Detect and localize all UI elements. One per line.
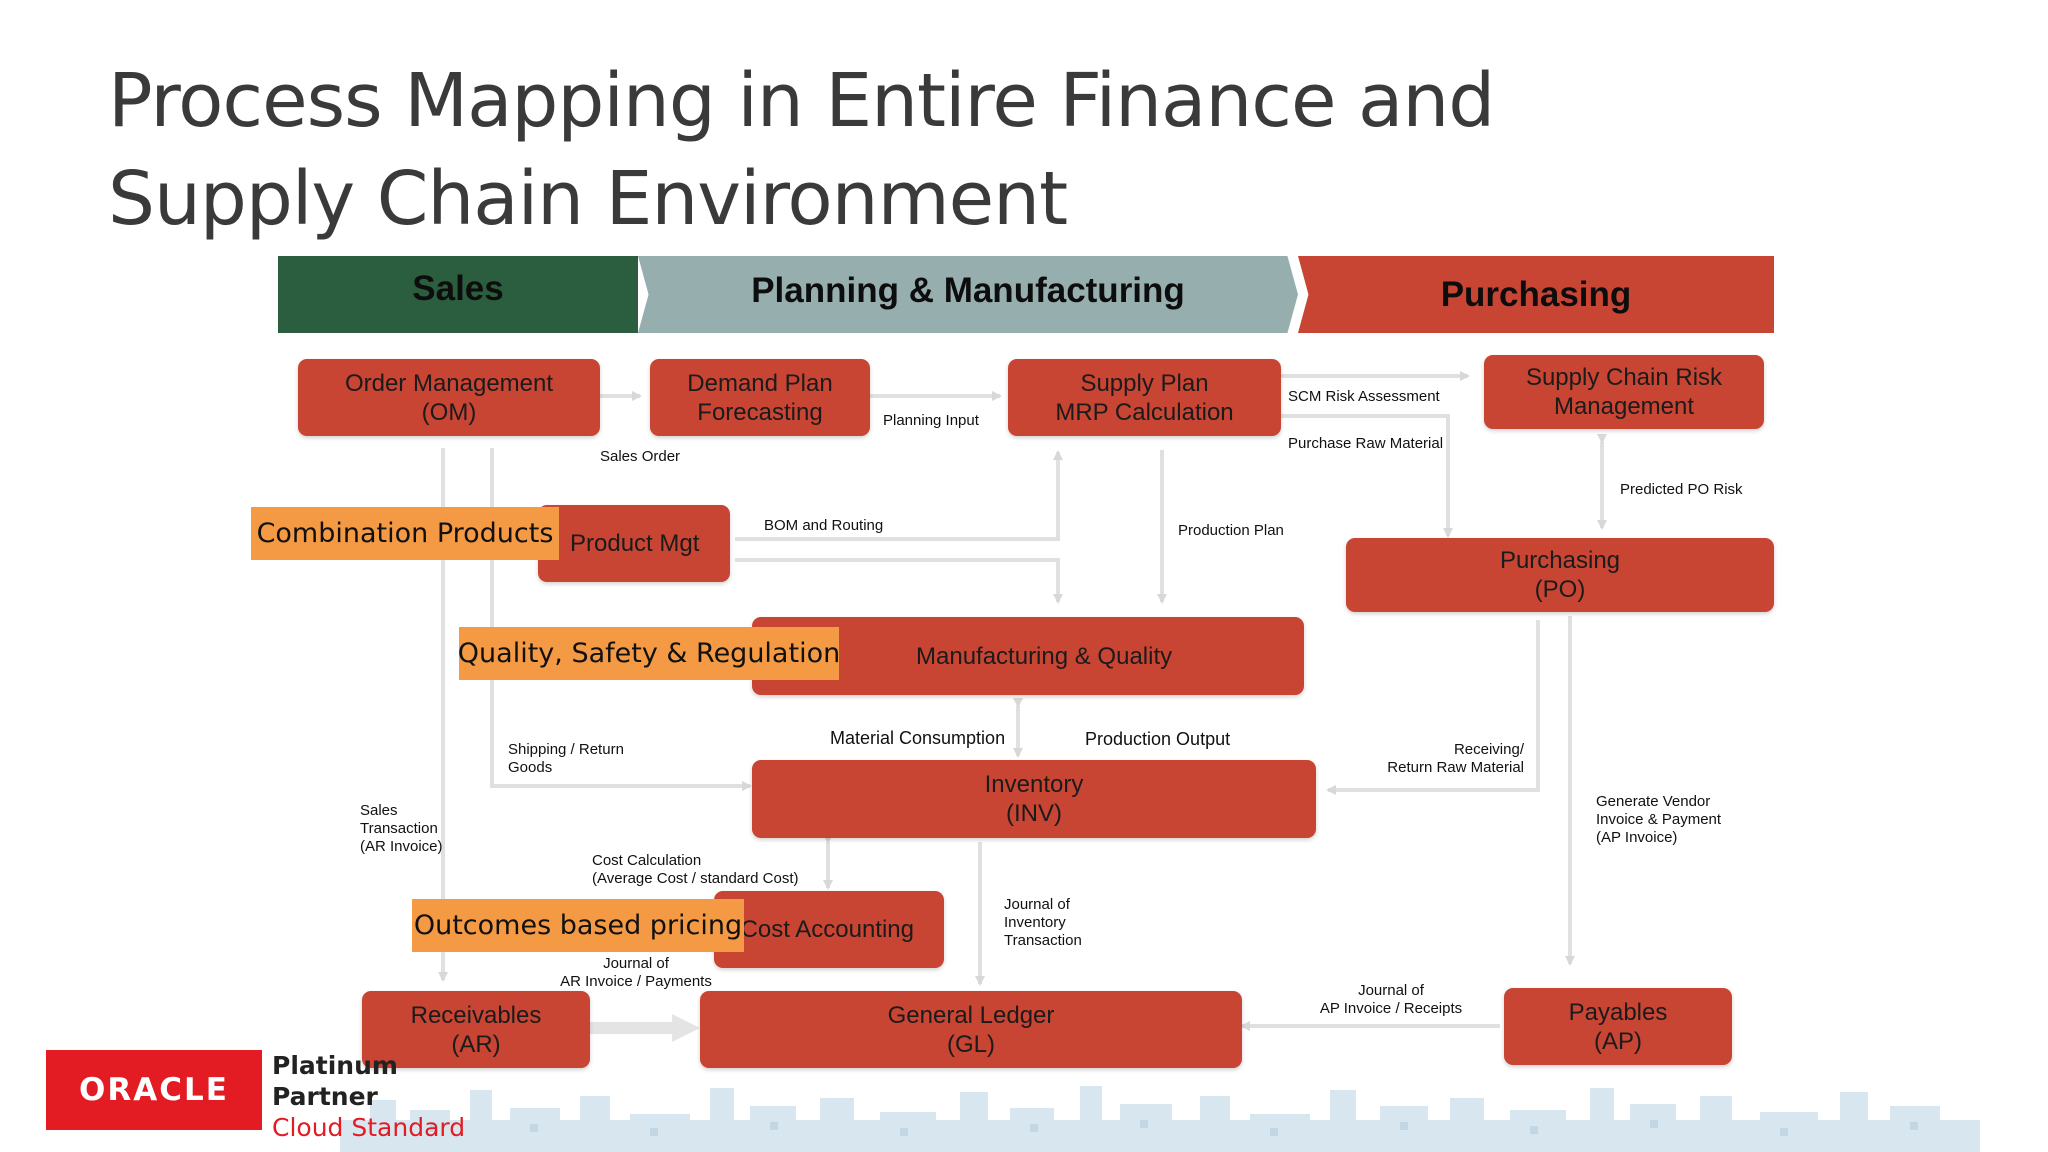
shipping-return-label: Shipping / Return Goods <box>508 741 624 777</box>
material-consumption-label: Material Consumption <box>830 727 1005 749</box>
order-management-line-2: (OM) <box>422 398 477 427</box>
journal-inventory-line-2: Inventory <box>1004 914 1082 932</box>
partner-platinum: Platinum <box>272 1050 465 1081</box>
arrow-supply-purchasing <box>1280 416 1448 536</box>
manufacturing-quality-label: Manufacturing & Quality <box>916 642 1172 671</box>
bom-routing-label: BOM and Routing <box>764 517 883 535</box>
journal-ar-label: Journal of AR Invoice / Payments <box>556 955 716 991</box>
arrow-product-mfg <box>735 560 1058 602</box>
predicted-po-risk-label: Predicted PO Risk <box>1620 481 1743 499</box>
supply-plan-line-2: MRP Calculation <box>1055 398 1233 427</box>
arrow-ar-gl <box>590 1014 700 1042</box>
journal-inventory-line-3: Transaction <box>1004 932 1082 950</box>
production-output-label: Production Output <box>1085 728 1230 750</box>
partner-partner: Partner <box>272 1081 465 1112</box>
cost-calculation-label: Cost Calculation (Average Cost / standar… <box>592 852 798 888</box>
combination-products-tag: Combination Products <box>251 507 559 560</box>
sales-order-label: Sales Order <box>600 448 680 466</box>
supply-plan-line-1: Supply Plan <box>1080 369 1208 398</box>
order-management-line-1: Order Management <box>345 369 553 398</box>
partner-badge: Platinum Partner Cloud Standard <box>272 1050 465 1143</box>
arrow-om-inventory <box>492 448 750 786</box>
journal-ar-line-2: AR Invoice / Payments <box>556 973 716 991</box>
generate-vendor-line-1: Generate Vendor <box>1596 793 1721 811</box>
order-management-box[interactable]: Order Management (OM) <box>298 359 600 436</box>
oracle-logo: ORACLE <box>46 1050 262 1130</box>
purchasing-box[interactable]: Purchasing (PO) <box>1346 538 1774 612</box>
product-mgt-box[interactable]: Product Mgt <box>538 505 730 582</box>
cost-calculation-line-2: (Average Cost / standard Cost) <box>592 870 798 888</box>
cost-accounting-label: Cost Accounting <box>741 915 914 944</box>
planning-input-label: Planning Input <box>883 412 979 430</box>
receivables-line-1: Receivables <box>411 1001 542 1030</box>
shipping-return-line-2: Goods <box>508 759 624 777</box>
supply-chain-risk-box[interactable]: Supply Chain Risk Management <box>1484 355 1764 429</box>
payables-line-1: Payables <box>1569 998 1668 1027</box>
inventory-box[interactable]: Inventory (INV) <box>752 760 1316 838</box>
production-plan-label: Production Plan <box>1178 522 1284 540</box>
purchasing-line-1: Purchasing <box>1500 546 1620 575</box>
generate-vendor-label: Generate Vendor Invoice & Payment (AP In… <box>1596 793 1721 847</box>
general-ledger-line-1: General Ledger <box>888 1001 1055 1030</box>
purchasing-line-2: (PO) <box>1535 575 1586 604</box>
journal-inventory-line-1: Journal of <box>1004 896 1082 914</box>
journal-ap-label: Journal of AP Invoice / Receipts <box>1316 982 1466 1018</box>
purchase-raw-material-label: Purchase Raw Material <box>1288 435 1443 453</box>
cost-accounting-box[interactable]: Cost Accounting <box>714 891 944 968</box>
shipping-return-line-1: Shipping / Return <box>508 741 624 759</box>
supply-plan-box[interactable]: Supply Plan MRP Calculation <box>1008 359 1281 436</box>
cost-calculation-line-1: Cost Calculation <box>592 852 798 870</box>
sales-transaction-line-3: (AR Invoice) <box>360 838 443 856</box>
partner-cloud-standard: Cloud Standard <box>272 1112 465 1143</box>
inventory-line-1: Inventory <box>985 770 1084 799</box>
sales-transaction-line-1: Sales <box>360 802 443 820</box>
sales-transaction-label: Sales Transaction (AR Invoice) <box>360 802 443 856</box>
city-skyline-decoration <box>340 1080 1980 1152</box>
payables-line-2: (AP) <box>1594 1027 1642 1056</box>
journal-inventory-label: Journal of Inventory Transaction <box>1004 896 1082 950</box>
supply-chain-risk-line-2: Management <box>1554 392 1694 421</box>
demand-plan-box[interactable]: Demand Plan Forecasting <box>650 359 870 436</box>
sales-transaction-line-2: Transaction <box>360 820 443 838</box>
general-ledger-box[interactable]: General Ledger (GL) <box>700 991 1242 1068</box>
receiving-line-2: Return Raw Material <box>1386 759 1524 777</box>
generate-vendor-line-3: (AP Invoice) <box>1596 829 1721 847</box>
inventory-line-2: (INV) <box>1006 799 1062 828</box>
general-ledger-line-2: (GL) <box>947 1030 995 1059</box>
journal-ap-line-1: Journal of <box>1316 982 1466 1000</box>
demand-plan-line-1: Demand Plan <box>687 369 832 398</box>
outcomes-based-pricing-tag: Outcomes based pricing <box>412 899 744 952</box>
supply-chain-risk-line-1: Supply Chain Risk <box>1526 363 1722 392</box>
quality-safety-regulation-tag: Quality, Safety & Regulation <box>459 627 839 680</box>
receiving-line-1: Receiving/ <box>1386 741 1524 759</box>
journal-ar-line-1: Journal of <box>556 955 716 973</box>
generate-vendor-line-2: Invoice & Payment <box>1596 811 1721 829</box>
payables-box[interactable]: Payables (AP) <box>1504 988 1732 1065</box>
demand-plan-line-2: Forecasting <box>697 398 822 427</box>
journal-ap-line-2: AP Invoice / Receipts <box>1316 1000 1466 1018</box>
receiving-label: Receiving/ Return Raw Material <box>1386 741 1524 777</box>
scm-risk-label: SCM Risk Assessment <box>1288 388 1440 406</box>
product-mgt-label: Product Mgt <box>570 529 699 558</box>
